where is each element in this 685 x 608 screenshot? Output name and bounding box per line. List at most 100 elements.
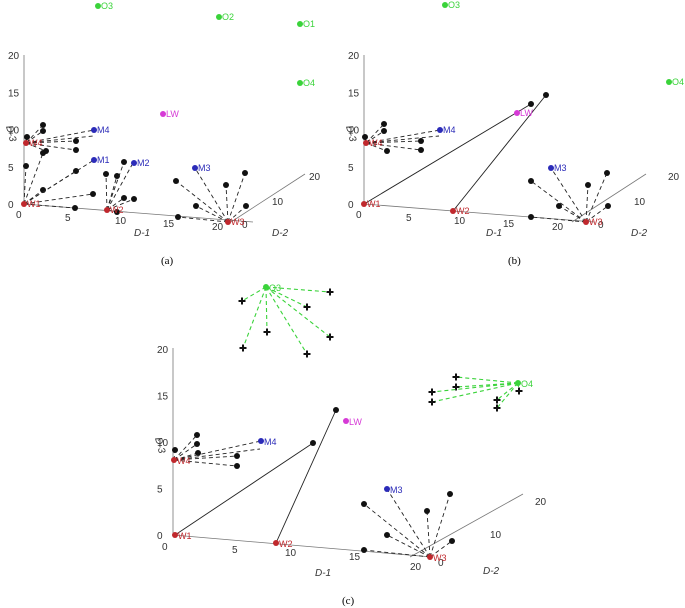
node-w4 xyxy=(171,457,177,463)
manufacturer-link xyxy=(106,162,134,211)
manufacturer-link xyxy=(23,159,95,205)
customer-node xyxy=(40,122,46,128)
node-w1 xyxy=(21,201,27,207)
node-m1 xyxy=(91,157,97,163)
node-label-m4: M4 xyxy=(97,125,110,135)
node-lw xyxy=(514,110,520,116)
customer-node xyxy=(121,159,127,165)
node-label-m3: M3 xyxy=(390,485,403,495)
y-tick-label: 15 xyxy=(348,88,360,99)
customer-node xyxy=(418,138,424,144)
outlet-link xyxy=(455,376,519,384)
customer-node xyxy=(103,171,109,177)
outlet-link xyxy=(265,286,331,338)
customer-link xyxy=(23,165,27,205)
node-label-m3: M3 xyxy=(198,163,211,173)
customer-node xyxy=(194,432,200,438)
outlet-link xyxy=(431,382,519,403)
customer-node xyxy=(223,182,229,188)
customer-star xyxy=(452,373,460,381)
node-o4 xyxy=(515,380,521,386)
y-tick-label: 15 xyxy=(157,392,169,403)
node-w3 xyxy=(225,219,231,225)
y-axis-label: D-3 xyxy=(3,124,18,143)
customer-link xyxy=(106,197,125,211)
node-label-m3: M3 xyxy=(554,163,567,173)
y-tick-label: 0 xyxy=(348,200,354,211)
customer-star xyxy=(515,387,523,395)
manufacturer-link xyxy=(365,129,441,144)
customer-node xyxy=(131,196,137,202)
customer-star xyxy=(238,297,246,305)
node-m4 xyxy=(437,127,443,133)
z-axis-label: D-2 xyxy=(483,566,500,577)
z-axis-line xyxy=(230,173,306,223)
customer-link xyxy=(25,142,77,151)
node-label-w1: W1 xyxy=(367,199,381,209)
customer-node xyxy=(193,203,199,209)
customer-star xyxy=(493,404,501,412)
customer-link xyxy=(227,172,246,223)
node-o3 xyxy=(442,2,448,8)
x-axis-label: D-1 xyxy=(134,228,150,239)
node-label-o4: O4 xyxy=(672,77,684,87)
x-tick-label: 0 xyxy=(356,210,362,221)
customer-star xyxy=(452,383,460,391)
y-tick-label: 20 xyxy=(8,51,20,62)
customer-link xyxy=(558,205,587,223)
y-axis-label: D-3 xyxy=(343,124,358,143)
customer-node xyxy=(418,147,424,153)
customer-star xyxy=(303,303,311,311)
customer-link xyxy=(365,142,422,151)
y-tick-label: 15 xyxy=(8,88,20,99)
customer-link xyxy=(365,123,385,144)
node-label-w2: W2 xyxy=(279,539,293,549)
node-label-lw: LW xyxy=(520,108,533,118)
node-label-o4: O4 xyxy=(521,379,533,389)
route-line xyxy=(363,103,532,205)
customer-link xyxy=(25,140,77,144)
customer-node xyxy=(175,214,181,220)
customer-link xyxy=(585,172,608,223)
customer-node xyxy=(195,450,201,456)
x-tick-label: 20 xyxy=(212,222,224,233)
customer-star xyxy=(493,396,501,404)
y-tick-label: 0 xyxy=(157,531,163,542)
customer-node xyxy=(194,441,200,447)
node-w2 xyxy=(450,208,456,214)
customer-star xyxy=(263,328,271,336)
x-tick-label: 15 xyxy=(163,219,175,230)
node-label-w4: W4 xyxy=(29,138,43,148)
customer-node xyxy=(72,205,78,211)
node-label-o3: O3 xyxy=(448,0,460,10)
z-axis-label: D-2 xyxy=(272,228,289,239)
node-m4 xyxy=(258,438,264,444)
customer-node xyxy=(73,147,79,153)
customer-node xyxy=(310,440,316,446)
outlet-link xyxy=(265,286,308,308)
x-axis-line xyxy=(172,534,433,558)
node-label-o3: O3 xyxy=(269,283,281,293)
x-tick-label: 15 xyxy=(349,552,361,563)
x-tick-label: 5 xyxy=(406,213,412,224)
outlet-link xyxy=(496,382,519,409)
customer-node xyxy=(381,121,387,127)
node-w4 xyxy=(23,140,29,146)
customer-node xyxy=(40,150,46,156)
customer-link xyxy=(175,180,229,223)
customer-node xyxy=(333,407,339,413)
customer-node xyxy=(604,170,610,176)
customer-node xyxy=(556,203,562,209)
customer-node xyxy=(243,203,249,209)
node-o1 xyxy=(297,21,303,27)
node-w4 xyxy=(363,140,369,146)
node-o3 xyxy=(95,3,101,9)
customer-node xyxy=(234,453,240,459)
node-label-lw: LW xyxy=(166,109,179,119)
customer-link xyxy=(426,510,431,558)
outlet-link xyxy=(265,286,308,355)
